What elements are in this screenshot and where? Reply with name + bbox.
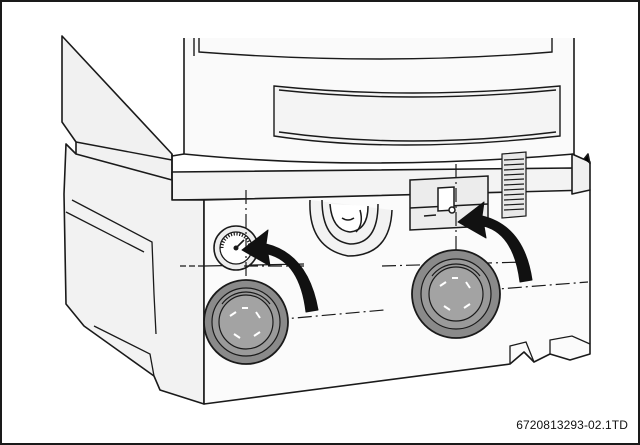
base-housing: [63, 143, 591, 405]
rotate-arrow-icon: [457, 201, 533, 283]
rotate-arrow-icon: [241, 229, 319, 313]
figure-code: 6720813293-02.1TD: [516, 418, 628, 432]
vent-slots: [501, 151, 527, 219]
siphon-ring: [309, 199, 393, 257]
right-cap: [411, 249, 501, 339]
pressure-gauge-icon: [213, 225, 259, 271]
boiler-cap-removal-illustration: [61, 35, 591, 405]
left-cap: [203, 279, 289, 365]
